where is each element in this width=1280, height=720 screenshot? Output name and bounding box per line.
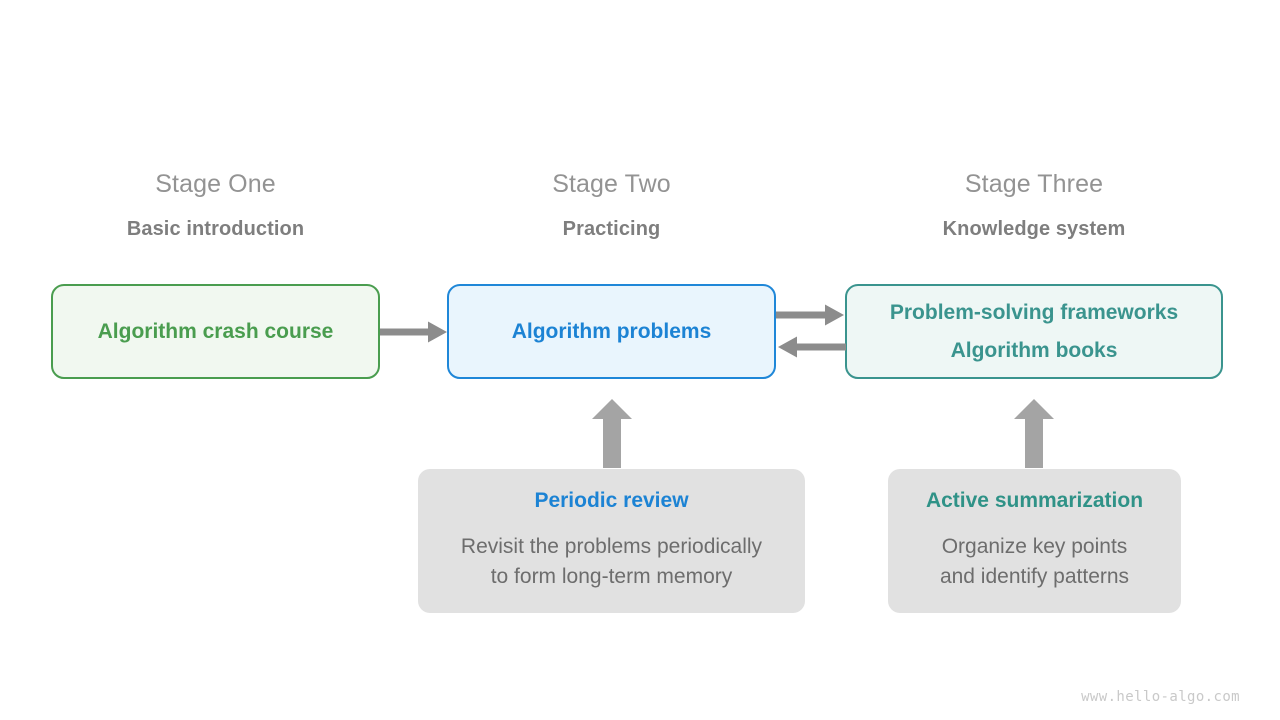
arrow-stage-two-to-stage-three	[776, 304, 844, 326]
stage-three-box[interactable]: Problem-solving frameworks Algorithm boo…	[845, 284, 1223, 379]
watermark-url: www.hello-algo.com	[1081, 689, 1240, 705]
periodic-review-body: Revisit the problems periodically to for…	[460, 535, 763, 588]
stage-one-subtitle: Basic introduction	[126, 218, 305, 240]
stage-one-box[interactable]: Algorithm crash course	[51, 284, 380, 379]
active-summarization-body: Organize key points and identify pattern…	[939, 535, 1130, 588]
arrow-stage-one-to-stage-two	[380, 321, 447, 343]
stage-three-subtitle: Knowledge system	[942, 218, 1126, 240]
stage-two-title: Stage Two	[552, 170, 671, 198]
stage-two-subtitle: Practicing	[562, 218, 661, 240]
stage-three-box-line-2: Algorithm books	[950, 338, 1118, 362]
stage-header-two: Stage Two Practicing	[447, 170, 776, 240]
active-summarization-title: Active summarization	[925, 489, 1144, 513]
arrow-stage-three-to-stage-two	[778, 336, 846, 358]
periodic-review-title: Periodic review	[534, 489, 689, 513]
arrow-periodic-review-to-stage-two	[592, 399, 632, 468]
stage-header-three: Stage Three Knowledge system	[845, 170, 1223, 240]
stage-three-box-line-1: Problem-solving frameworks	[889, 301, 1179, 325]
stage-two-box-line-1: Algorithm problems	[511, 319, 712, 343]
stage-three-title: Stage Three	[964, 170, 1104, 198]
stage-one-box-line-1: Algorithm crash course	[97, 319, 334, 343]
stage-one-title: Stage One	[155, 170, 276, 198]
arrow-active-summarization-to-stage-three	[1014, 399, 1054, 468]
stage-two-box[interactable]: Algorithm problems	[447, 284, 776, 379]
periodic-review-box[interactable]: Periodic review Revisit the problems per…	[418, 469, 805, 613]
active-summarization-box[interactable]: Active summarization Organize key points…	[888, 469, 1181, 613]
stage-header-one: Stage One Basic introduction	[51, 170, 380, 240]
